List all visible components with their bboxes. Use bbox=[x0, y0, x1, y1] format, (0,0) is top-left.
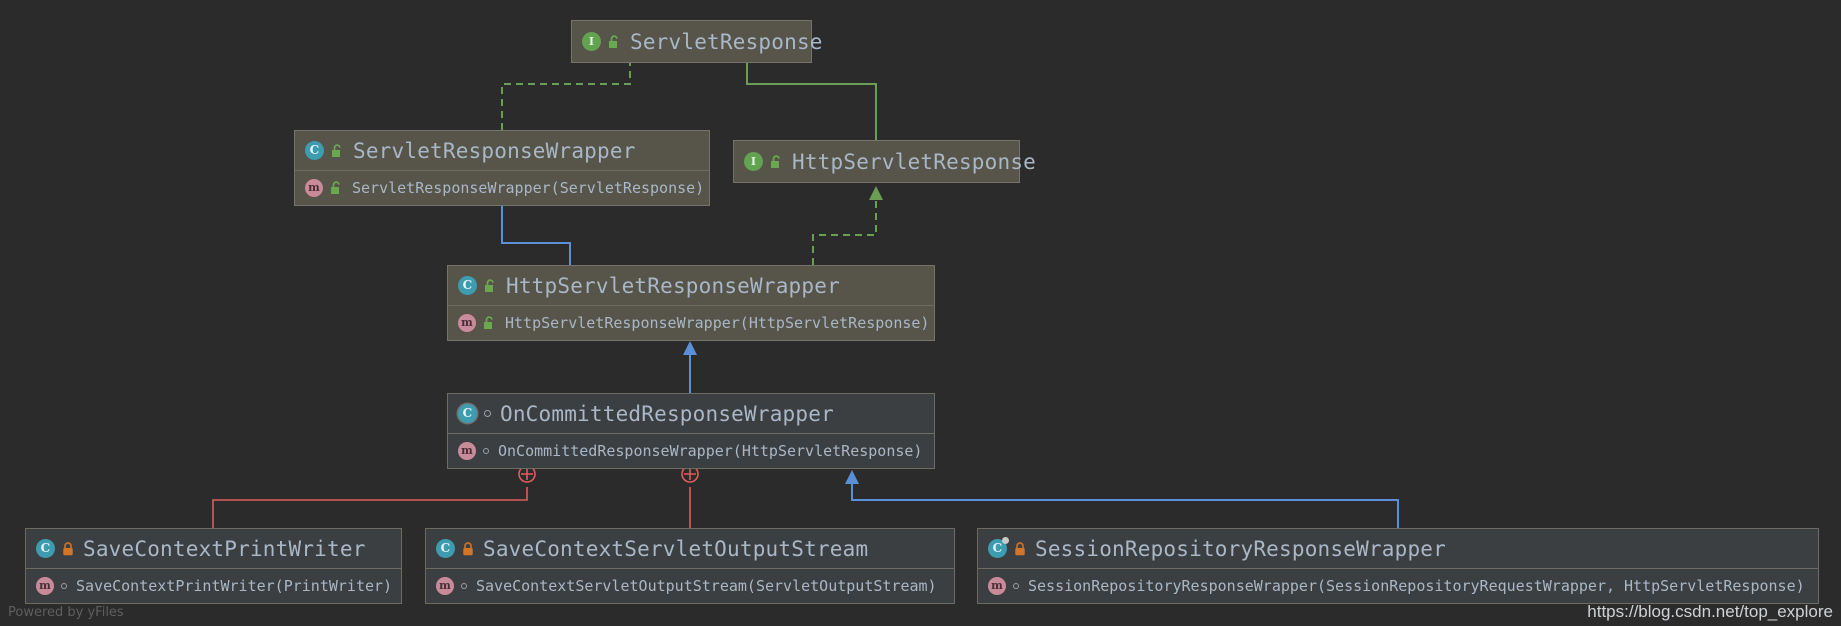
class-name-label: SessionRepositoryResponseWrapper bbox=[1035, 536, 1446, 561]
class-icon: C bbox=[436, 539, 455, 558]
method-icon: m bbox=[36, 577, 54, 595]
lock-open-green-icon bbox=[331, 143, 344, 158]
blog-url-watermark: https://blog.csdn.net/top_explore bbox=[1587, 602, 1833, 621]
lock-closed-orange-icon bbox=[62, 541, 74, 556]
class-member-row[interactable]: m SessionRepositoryResponseWrapper(Sessi… bbox=[978, 568, 1818, 603]
class-name-label: SaveContextPrintWriter bbox=[83, 536, 366, 561]
class-node-httpservletresponse[interactable]: I HttpServletResponse bbox=[733, 140, 1036, 183]
class-node-sessionrepositoryresponsewrapper[interactable]: C SessionRepositoryResponseWrapper m Ses… bbox=[977, 528, 1819, 604]
package-private-icon bbox=[484, 410, 491, 417]
package-private-icon bbox=[461, 583, 467, 589]
edge-sessionrepositoryresponsewrapper-extends-oncommittedresponsewrapper bbox=[845, 470, 1399, 528]
class-name-label: HttpServletResponse bbox=[792, 149, 1037, 174]
class-node-title-row: C OnCommittedResponseWrapper bbox=[448, 394, 934, 433]
class-node-title-row: I HttpServletResponse bbox=[734, 141, 1036, 182]
member-signature-label: SaveContextServletOutputStream(ServletOu… bbox=[476, 577, 937, 595]
class-member-row[interactable]: m OnCommittedResponseWrapper(HttpServlet… bbox=[448, 433, 934, 468]
class-node-title-row: C ServletResponseWrapper bbox=[295, 131, 709, 170]
method-icon: m bbox=[305, 179, 323, 197]
class-node-title-row: I ServletResponse bbox=[572, 21, 822, 62]
method-icon: m bbox=[458, 442, 476, 460]
package-private-icon bbox=[1013, 583, 1019, 589]
class-node-savecontextservletoutputstream[interactable]: C SaveContextServletOutputStream m SaveC… bbox=[425, 528, 955, 604]
class-name-label: ServletResponseWrapper bbox=[353, 138, 636, 163]
class-name-label: ServletResponse bbox=[630, 29, 823, 54]
lock-open-green-icon bbox=[483, 316, 496, 330]
class-node-servletresponsewrapper[interactable]: C ServletResponseWrapper m ServletRespon… bbox=[294, 130, 710, 206]
class-icon: C bbox=[305, 141, 324, 160]
class-name-label: HttpServletResponseWrapper bbox=[506, 273, 840, 298]
class-badge-icon: C bbox=[988, 537, 1009, 558]
method-icon: m bbox=[988, 577, 1006, 595]
class-name-label: OnCommittedResponseWrapper bbox=[500, 401, 834, 426]
interface-icon: I bbox=[744, 152, 763, 171]
class-member-row[interactable]: m ServletResponseWrapper(ServletResponse… bbox=[295, 170, 709, 205]
class-icon: C bbox=[36, 539, 55, 558]
package-private-icon bbox=[61, 583, 67, 589]
class-node-savecontextprintwriter[interactable]: C SaveContextPrintWriter m SaveContextPr… bbox=[25, 528, 402, 604]
lock-open-green-icon bbox=[484, 278, 497, 293]
class-member-row[interactable]: m SaveContextServletOutputStream(Servlet… bbox=[426, 568, 954, 603]
lock-open-green-icon bbox=[608, 34, 621, 49]
class-icon: C bbox=[458, 276, 477, 295]
class-node-oncommittedresponsewrapper[interactable]: C OnCommittedResponseWrapper m OnCommitt… bbox=[447, 393, 935, 469]
edge-savecontextservletoutputstream-inner-of-oncommittedresponsewrapper bbox=[681, 465, 699, 528]
member-signature-label: ServletResponseWrapper(ServletResponse) bbox=[352, 179, 705, 197]
member-signature-label: HttpServletResponseWrapper(HttpServletRe… bbox=[505, 314, 930, 332]
method-icon: m bbox=[458, 314, 476, 332]
lock-open-green-icon bbox=[770, 154, 783, 169]
class-node-title-row: C HttpServletResponseWrapper bbox=[448, 266, 934, 305]
lock-closed-orange-icon bbox=[462, 541, 474, 556]
class-member-row[interactable]: m HttpServletResponseWrapper(HttpServlet… bbox=[448, 305, 934, 340]
yfiles-watermark: Powered by yFiles bbox=[8, 605, 124, 620]
lock-closed-orange-icon bbox=[1014, 541, 1026, 556]
edge-httpservletresponsewrapper-implements-httpservletresponse bbox=[812, 186, 883, 265]
class-node-title-row: C SaveContextPrintWriter bbox=[26, 529, 401, 568]
interface-icon: I bbox=[582, 32, 601, 51]
class-member-row[interactable]: m SaveContextPrintWriter(PrintWriter) bbox=[26, 568, 401, 603]
class-node-title-row: C SaveContextServletOutputStream bbox=[426, 529, 954, 568]
member-signature-label: OnCommittedResponseWrapper(HttpServletRe… bbox=[498, 442, 923, 460]
abstract-class-icon: C bbox=[458, 404, 477, 423]
method-icon: m bbox=[436, 577, 454, 595]
class-name-label: SaveContextServletOutputStream bbox=[483, 536, 869, 561]
class-node-servletresponse[interactable]: I ServletResponse bbox=[571, 20, 822, 63]
member-signature-label: SaveContextPrintWriter(PrintWriter) bbox=[76, 577, 393, 595]
class-node-httpservletresponsewrapper[interactable]: C HttpServletResponseWrapper m HttpServl… bbox=[447, 265, 935, 341]
package-private-icon bbox=[483, 448, 489, 454]
member-signature-label: SessionRepositoryResponseWrapper(Session… bbox=[1028, 577, 1805, 595]
edge-oncommittedresponsewrapper-extends-httpservletresponsewrapper bbox=[683, 341, 697, 393]
edge-savecontextprintwriter-inner-of-oncommittedresponsewrapper bbox=[212, 465, 536, 528]
lock-open-green-icon bbox=[330, 181, 343, 195]
class-node-title-row: C SessionRepositoryResponseWrapper bbox=[978, 529, 1818, 568]
